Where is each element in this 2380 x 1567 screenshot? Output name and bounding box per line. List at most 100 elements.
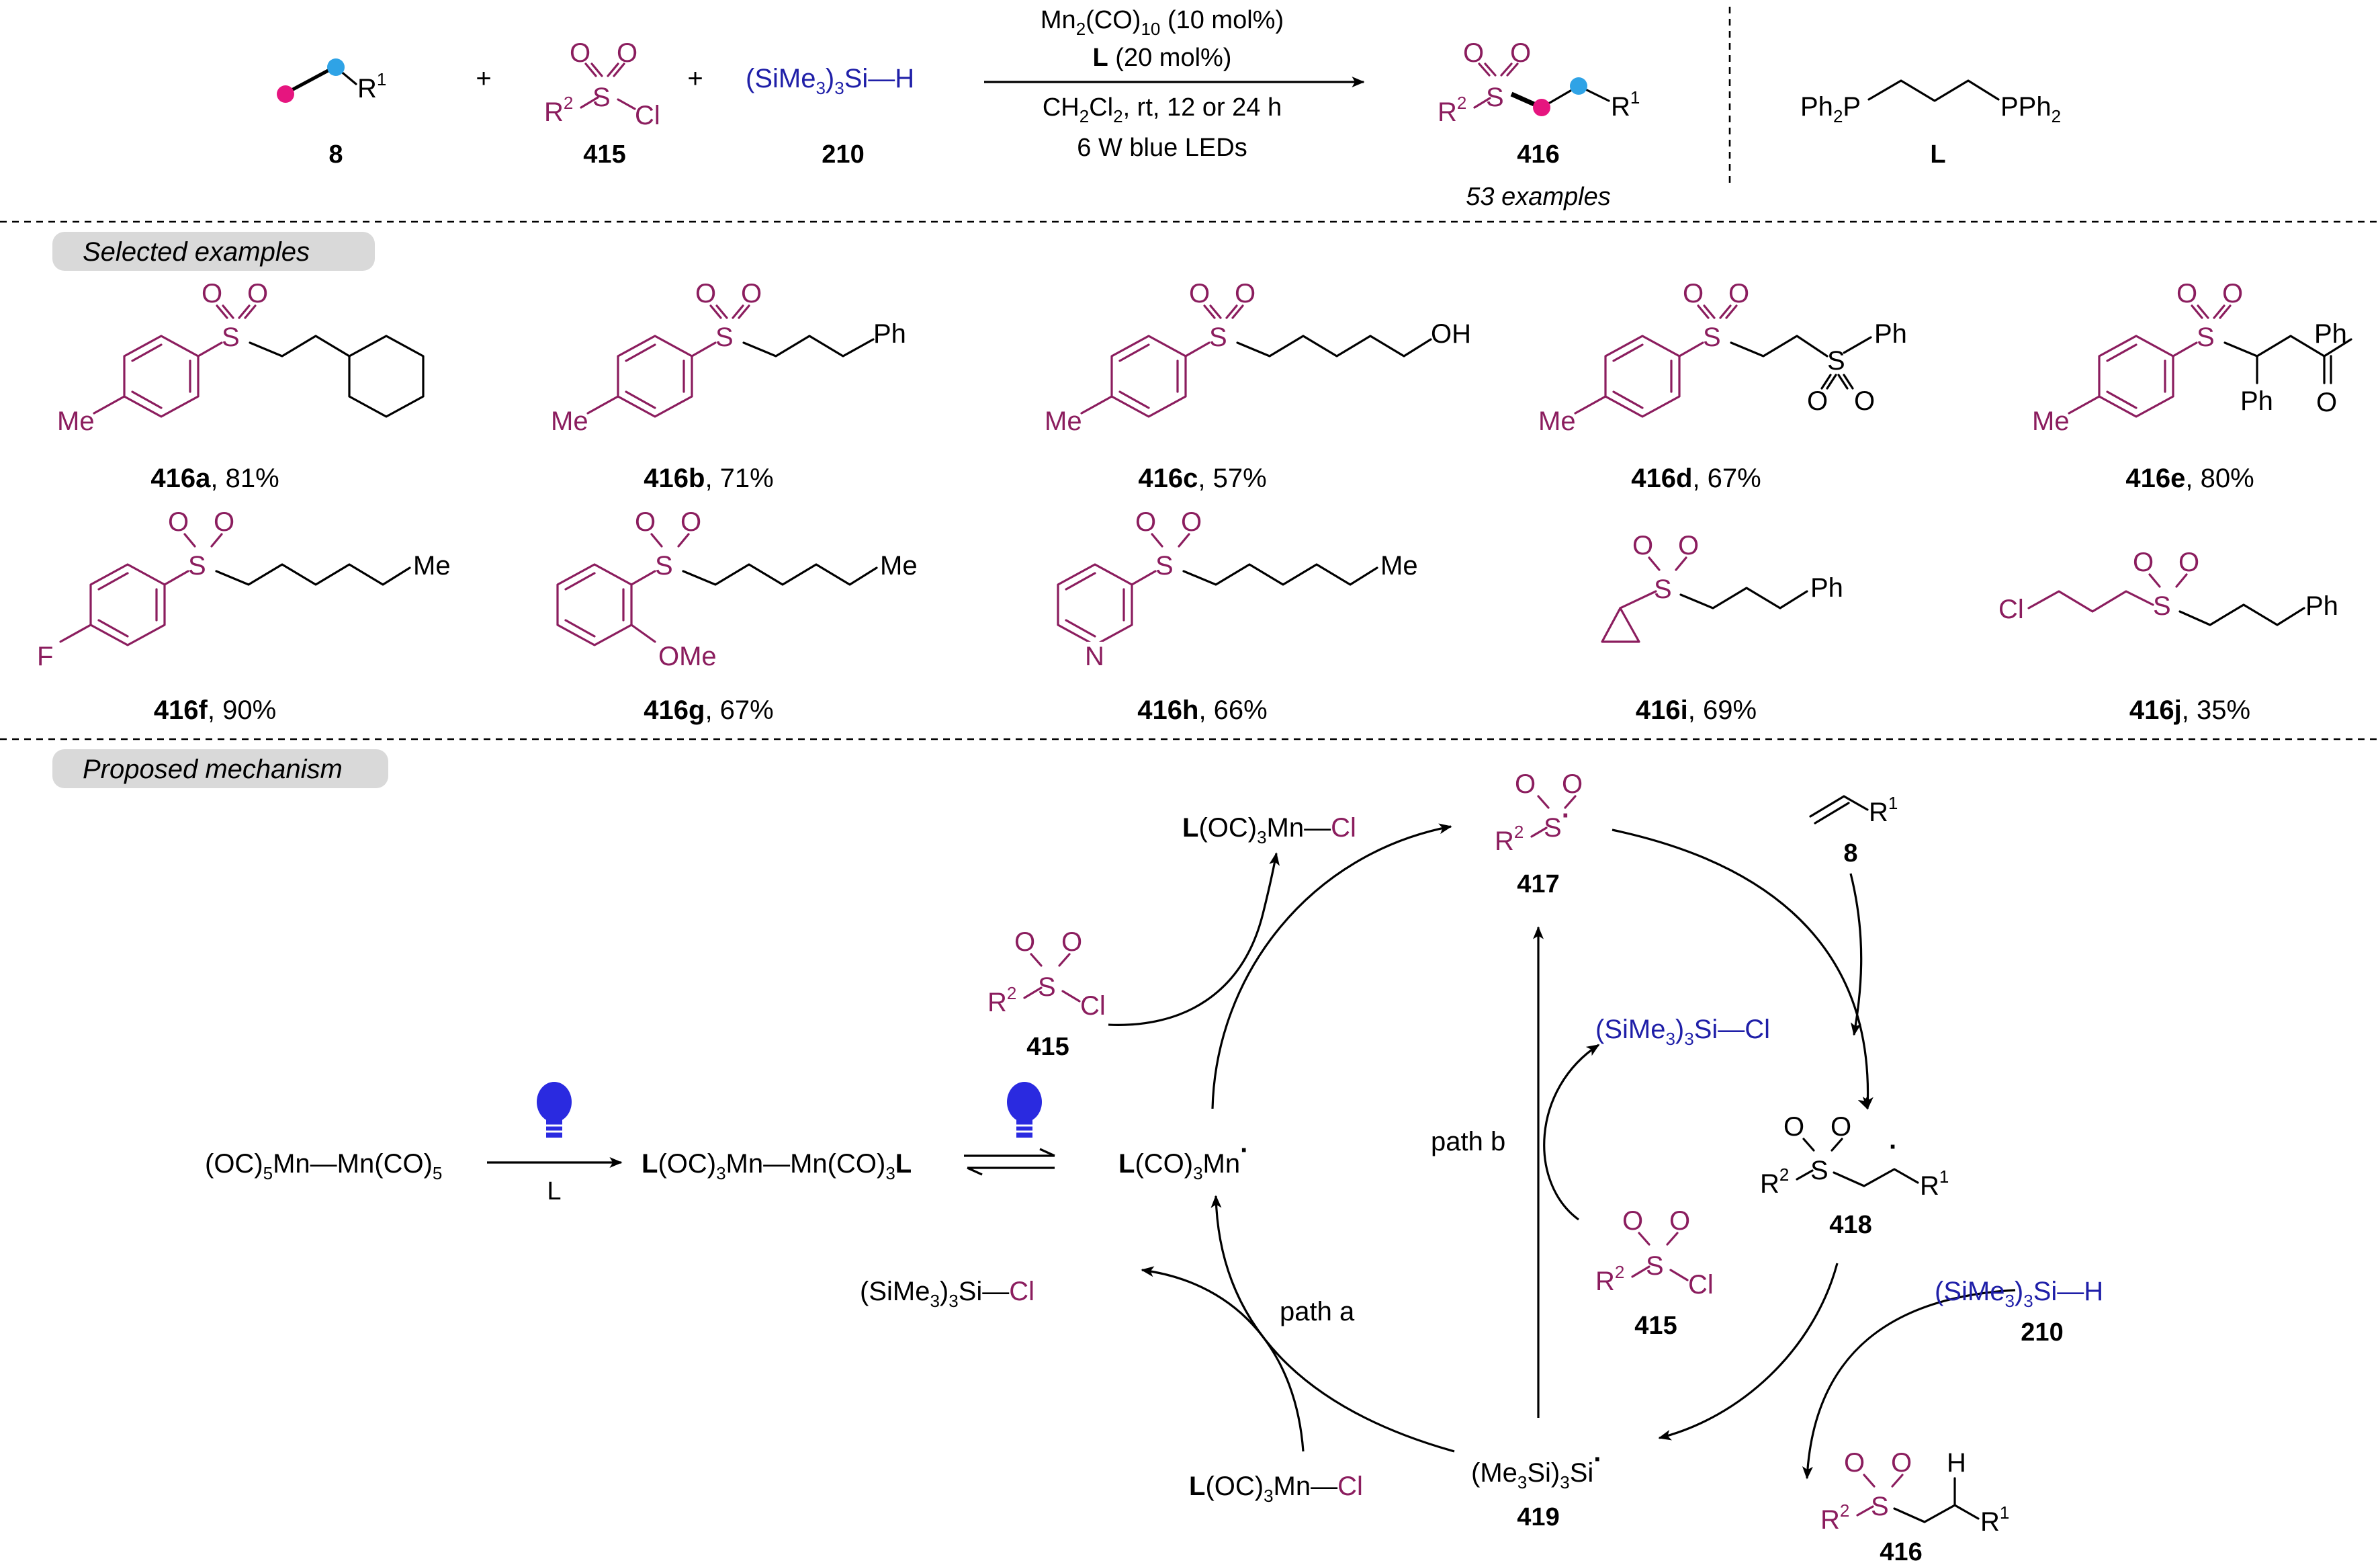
svg-text:OMe: OMe	[658, 642, 717, 671]
svg-text:Ph: Ph	[2240, 386, 2273, 416]
example-416e: Ph O Ph 416e, 80%	[2125, 319, 2352, 493]
svg-text:416d, 67%: 416d, 67%	[1631, 464, 1761, 493]
light-bulb-icon	[537, 1082, 572, 1138]
svg-text:418: 418	[1829, 1211, 1871, 1239]
svg-text:O: O	[1515, 769, 1536, 799]
svg-text:416: 416	[1517, 140, 1559, 169]
examples-header-pill	[52, 232, 375, 271]
path-b-label: path b	[1431, 1127, 1505, 1156]
svg-text:Ph2P: Ph2P	[1800, 92, 1861, 126]
mn-dimer-L: L(OC)3Mn—Mn(CO)3L	[642, 1149, 912, 1183]
svg-text:O: O	[1783, 1112, 1804, 1142]
arrow-path-a-out	[1141, 1266, 1305, 1452]
cycle-arc-top-left	[1211, 823, 1452, 1109]
svg-text:(OC)5Mn—Mn(CO)5: (OC)5Mn—Mn(CO)5	[205, 1149, 442, 1183]
svg-text:S: S	[1810, 1156, 1828, 1185]
svg-text:416g, 67%: 416g, 67%	[644, 695, 773, 725]
silyl-radical-419: (Me3Si)3Si· 419	[1471, 1445, 1603, 1531]
svg-text:419: 419	[1517, 1503, 1559, 1531]
plus-1: +	[476, 64, 491, 93]
svg-text:L(OC)3Mn—Mn(CO)3L: L(OC)3Mn—Mn(CO)3L	[642, 1149, 912, 1183]
reactant-sulfonyl-chloride-415: R2 S O O Cl 415	[544, 38, 660, 169]
svg-text:Me: Me	[1380, 551, 1418, 581]
svg-text:R2: R2	[1820, 1500, 1849, 1535]
silyl-chloride-path-b: (SiMe3)3Si—Cl	[1595, 1015, 1770, 1049]
svg-text:416: 416	[1880, 1538, 1922, 1566]
product-416: R2 S O O R1 416 53 examples	[1438, 38, 1640, 211]
svg-text:O: O	[1678, 531, 1699, 560]
svg-text:L(CO)3Mn·: L(CO)3Mn·	[1118, 1136, 1249, 1183]
svg-text:Cl: Cl	[1688, 1270, 1714, 1300]
svg-text:L (20 mol%): L (20 mol%)	[1093, 44, 1232, 72]
reactant-silane-210: (SiMe3)3Si—H 210	[746, 64, 914, 169]
svg-text:O: O	[1632, 531, 1653, 560]
svg-text:53 examples: 53 examples	[1466, 183, 1610, 211]
svg-text:Cl: Cl	[1080, 991, 1106, 1021]
svg-text:O: O	[1061, 927, 1082, 957]
svg-text:O: O	[2178, 548, 2199, 577]
arrow-b-sicl-out	[1543, 1044, 1600, 1221]
svg-text:Mn2(CO)10 (10 mol%): Mn2(CO)10 (10 mol%)	[1041, 6, 1284, 39]
equilibrium-arrows	[964, 1148, 1055, 1176]
svg-text:L(OC)3Mn—Cl: L(OC)3Mn—Cl	[1189, 1472, 1363, 1506]
svg-text:(SiMe3)3Si—H: (SiMe3)3Si—H	[1935, 1277, 2103, 1311]
arrow-415-in	[1108, 852, 1280, 1026]
svg-text:N: N	[1085, 642, 1104, 671]
svg-text:S: S	[592, 83, 611, 112]
svg-text:O: O	[680, 507, 701, 537]
svg-text:210: 210	[2021, 1318, 2063, 1347]
svg-text:(SiMe3)3Si—Cl: (SiMe3)3Si—Cl	[860, 1277, 1034, 1311]
svg-text:(SiMe3)3Si—Cl: (SiMe3)3Si—Cl	[1595, 1015, 1770, 1049]
svg-text:416c, 57%: 416c, 57%	[1138, 464, 1266, 493]
svg-text:S: S	[188, 551, 206, 581]
svg-text:O: O	[1831, 1112, 1851, 1142]
arrow-8-in	[1849, 873, 1863, 1036]
svg-text:S: S	[1038, 972, 1056, 1002]
svg-text:R2: R2	[1760, 1164, 1789, 1199]
svg-text:O: O	[202, 279, 222, 308]
svg-text:O: O	[1807, 386, 1828, 416]
svg-text:(SiMe3)3Si—H: (SiMe3)3Si—H	[746, 64, 914, 98]
mechanism-header-pill	[52, 749, 388, 788]
svg-text:R2: R2	[544, 93, 573, 127]
svg-text:R2: R2	[1495, 822, 1524, 856]
svg-text:O: O	[1891, 1448, 1912, 1478]
example-416c: OH 416c, 57%	[1138, 319, 1471, 493]
svg-text:415: 415	[1634, 1312, 1677, 1340]
svg-text:Cl: Cl	[1998, 595, 2024, 624]
mn2-precursor: (OC)5Mn—Mn(CO)5	[205, 1149, 442, 1183]
svg-text:S: S	[1871, 1492, 1889, 1521]
pink-carbon-marker	[277, 85, 294, 103]
mechanism-header: Proposed mechanism	[83, 755, 343, 784]
svg-text:Me: Me	[413, 551, 451, 581]
cycle-arc-bottom-left	[1210, 1195, 1455, 1453]
svg-text:416e, 80%: 416e, 80%	[2125, 464, 2254, 493]
svg-text:R2: R2	[987, 983, 1016, 1017]
svg-text:O: O	[617, 38, 637, 68]
examples-header: Selected examples	[83, 237, 310, 267]
svg-text:416h, 66%: 416h, 66%	[1137, 695, 1267, 725]
cyan-carbon-marker	[327, 58, 345, 76]
svg-text:Ph: Ph	[2314, 319, 2347, 349]
svg-text:S·: S·	[1544, 801, 1571, 843]
plus-2: +	[687, 64, 703, 93]
svg-text:O: O	[1014, 927, 1035, 957]
svg-text:OH: OH	[1431, 319, 1471, 349]
silyl-chloride-path-a: (SiMe3)3Si—Cl	[860, 1277, 1034, 1311]
svg-text:CH2Cl2, rt, 12 or 24 h: CH2Cl2, rt, 12 or 24 h	[1043, 93, 1282, 126]
svg-text:R1: R1	[1611, 87, 1640, 122]
svg-text:R1: R1	[1920, 1167, 1949, 1201]
svg-text:Ph: Ph	[1810, 573, 1843, 603]
svg-text:F: F	[37, 642, 53, 671]
svg-text:O: O	[1135, 507, 1156, 537]
svg-text:416j, 35%: 416j, 35%	[2129, 695, 2250, 725]
mn-chloride-bottom: L(OC)3Mn—Cl	[1189, 1472, 1363, 1506]
svg-text:O: O	[2316, 388, 2337, 417]
svg-text:210: 210	[822, 140, 864, 169]
